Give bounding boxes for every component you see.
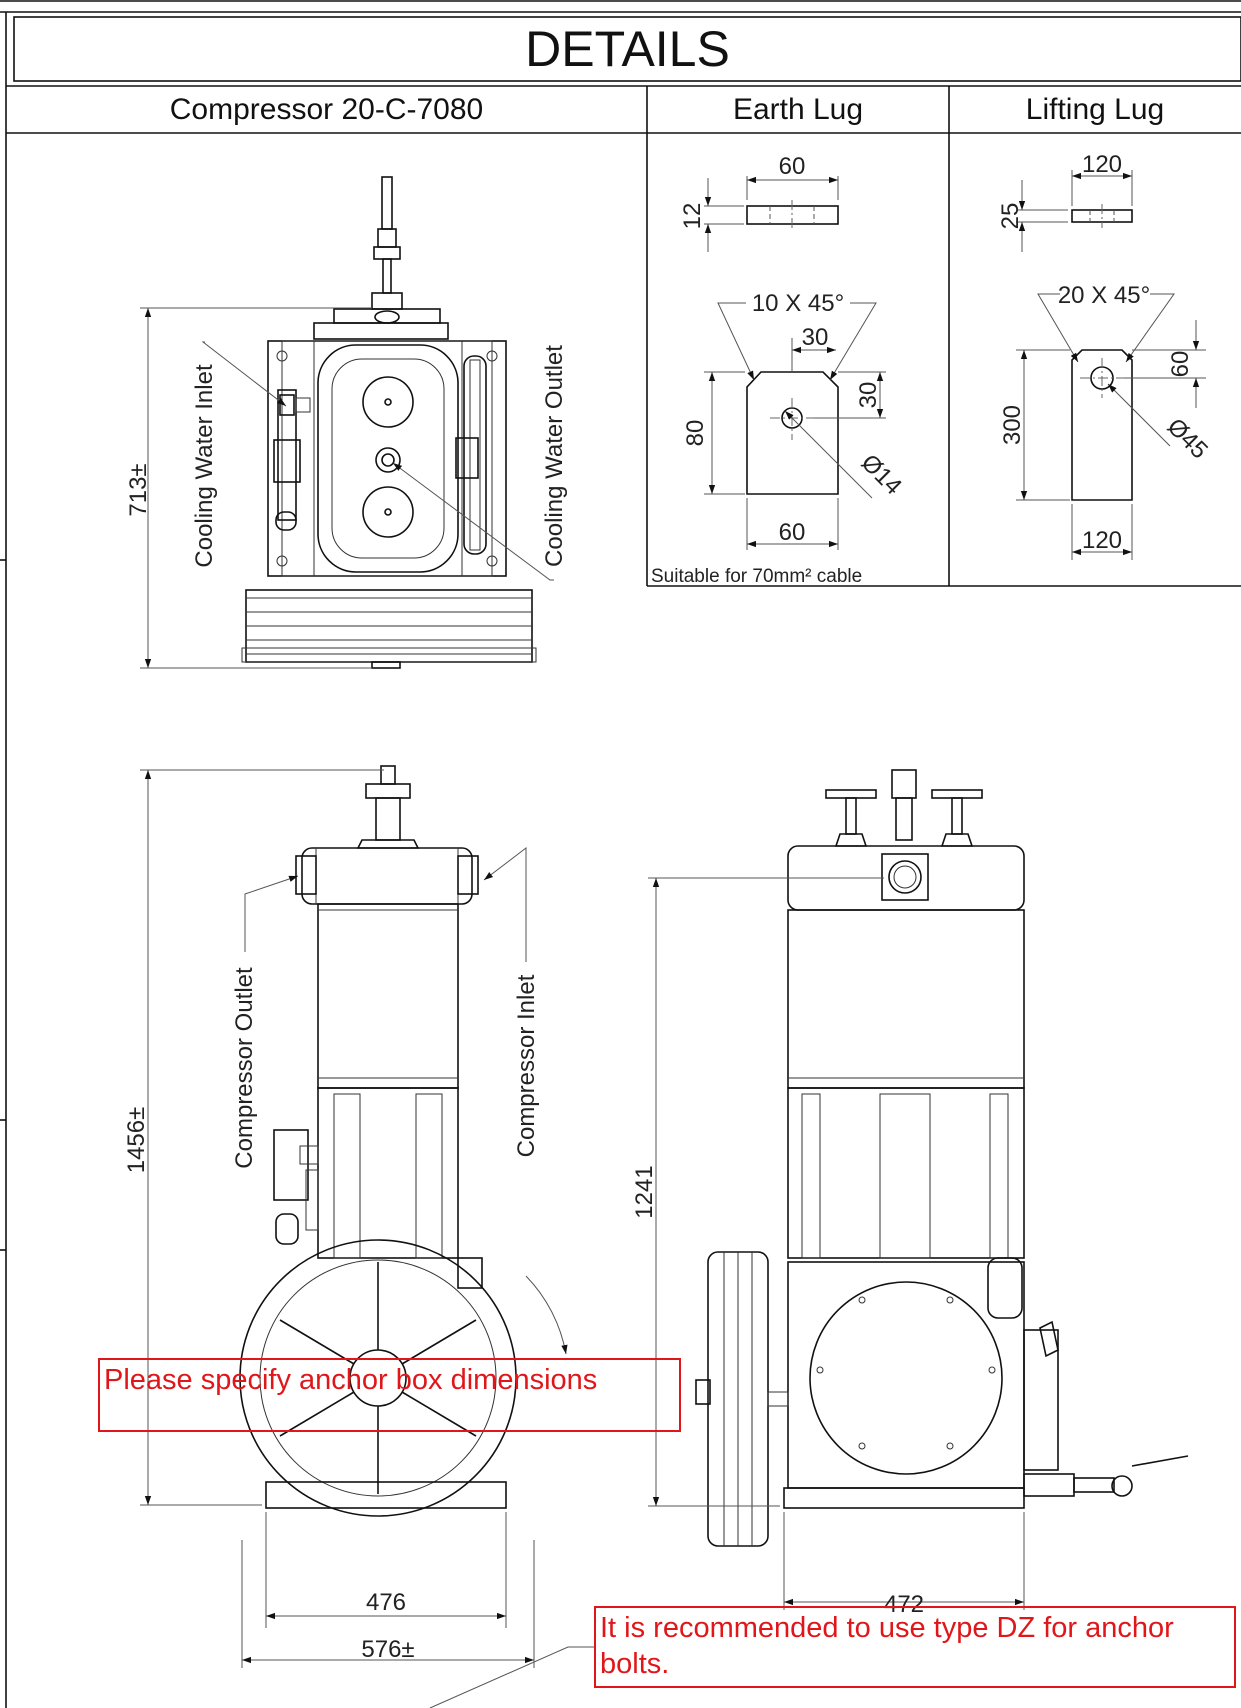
anchor-bolt-note-leader: [429, 1646, 594, 1708]
cooling-water-outlet-label: Cooling Water Outlet: [541, 345, 568, 567]
lifting-lug-thickness: 25: [997, 203, 1024, 230]
anchor-box-note: Please specify anchor box dimensions: [98, 1358, 681, 1432]
lifting-lug-top-width: 120: [1082, 151, 1122, 178]
earth-lug-chamfer: 10 X 45°: [752, 290, 844, 317]
side-view-overall-width: 576±: [361, 1636, 414, 1663]
anchor-bolt-note: It is recommended to use type DZ for anc…: [594, 1606, 1236, 1688]
earth-lug-drawing: [704, 176, 886, 550]
front-view-height-dim: 1241: [631, 1165, 658, 1218]
side-view-base-width: 476: [366, 1589, 406, 1616]
sheet-title: DETAILS: [525, 21, 730, 77]
lifting-lug-hole-dia: Ø45: [1162, 413, 1213, 464]
front-view-base-width: 472: [884, 1591, 924, 1618]
earth-lug-bottom-width: 60: [779, 519, 806, 546]
earth-lug-height: 80: [682, 420, 709, 447]
earth-lug-hole-offset-x: 30: [802, 324, 829, 351]
earth-lug-thickness: 12: [679, 203, 706, 230]
lifting-lug-height: 300: [999, 405, 1026, 445]
section-title-lifting-lug: Lifting Lug: [1025, 93, 1165, 126]
cooling-water-inlet-label: Cooling Water Inlet: [191, 364, 218, 568]
lifting-lug-chamfer: 20 X 45°: [1058, 282, 1150, 309]
compressor-front-view: [648, 769, 1189, 1610]
earth-lug-hole-dia: Ø14: [856, 449, 907, 500]
compressor-inlet-label: Compressor Inlet: [513, 974, 540, 1157]
earth-lug-note: Suitable for 70mm² cable: [651, 566, 862, 587]
earth-lug-top-width: 60: [779, 153, 806, 180]
compressor-side-view: [140, 765, 568, 1668]
section-title-earth-lug: Earth Lug: [732, 93, 864, 126]
earth-lug-hole-offset-y: 30: [855, 382, 882, 409]
compressor-outlet-label: Compressor Outlet: [231, 967, 258, 1169]
lifting-lug-drawing: [1016, 170, 1206, 560]
section-title-compressor: Compressor 20-C-7080: [169, 93, 484, 126]
top-view-height-dim: 713±: [125, 463, 152, 516]
compressor-top-view: [140, 176, 554, 669]
lifting-lug-bottom-width: 120: [1082, 527, 1122, 554]
side-view-height-dim: 1456±: [123, 1107, 150, 1174]
lifting-lug-hole-offset: 60: [1167, 351, 1194, 378]
